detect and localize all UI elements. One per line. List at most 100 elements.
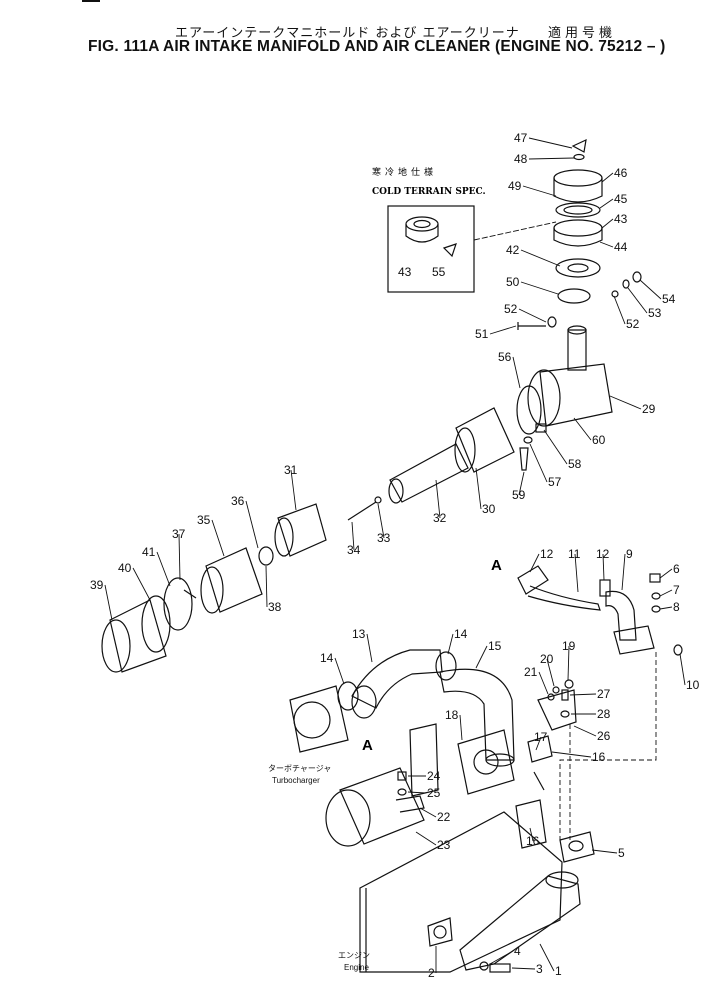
part-number-30: 30: [482, 502, 496, 516]
part-number-47: 47: [514, 131, 528, 145]
part-number-4: 4: [514, 944, 521, 958]
leader-line-11: [574, 553, 579, 593]
bolts-19-28: [547, 679, 574, 718]
leader-line-19: [567, 645, 570, 681]
part-number-43: 43: [614, 212, 628, 226]
part-number-16: 16: [526, 834, 540, 848]
leader-line-40: [132, 567, 151, 601]
part-number-34: 34: [347, 543, 361, 557]
part-number-26: 26: [597, 729, 611, 743]
part-number-10: 10: [686, 678, 700, 692]
bracket-16-lower: [515, 799, 547, 849]
leader-line-51: [489, 325, 517, 335]
part-number-42: 42: [506, 243, 520, 257]
element-42: [555, 258, 601, 278]
leader-lines: [104, 137, 686, 973]
cover-46: [553, 169, 603, 203]
leader-line-26: [573, 725, 597, 737]
part-number-2: 2: [428, 966, 435, 980]
part-number-3: 3: [536, 962, 543, 976]
elbow-15: [439, 668, 515, 767]
leader-line-12: [602, 553, 605, 581]
part-number-12: 12: [596, 547, 610, 561]
part-number-6: 6: [673, 562, 680, 576]
clip-37-41: [163, 577, 197, 631]
leader-line-15: [475, 645, 488, 669]
band-40: [141, 595, 171, 653]
leader-line-31: [290, 469, 297, 511]
leader-line-37: [178, 533, 181, 581]
part-number-40: 40: [118, 561, 132, 575]
leader-line-14: [334, 657, 345, 685]
part-number-50: 50: [506, 275, 520, 289]
part-number-32: 32: [433, 511, 447, 525]
cleaner-body-29: [527, 325, 613, 427]
view-mark-a-top: A: [491, 557, 502, 574]
leader-line-18: [459, 714, 463, 741]
part-number-49: 49: [508, 179, 522, 193]
japanese-title: エアーインテークマニホールド および エアークリーナ: [175, 26, 520, 41]
part-number-52: 52: [504, 302, 518, 316]
header-rule: [82, 0, 100, 2]
gasket-18: [457, 729, 515, 795]
ring-36-38: [258, 546, 274, 566]
valve-59: [519, 447, 529, 471]
part-number-48: 48: [514, 152, 528, 166]
leader-line-52: [613, 295, 626, 325]
elbow-9: [605, 590, 655, 655]
inset-frame: [387, 205, 475, 293]
hose-12-11: [517, 565, 611, 611]
engine-block: [359, 811, 563, 973]
part-number-1: 1: [555, 964, 562, 978]
part-number-59: 59: [512, 488, 526, 502]
part-number-16: 16: [592, 750, 606, 764]
inset-jp-label: 寒冷地仕様: [372, 166, 437, 178]
cap-47: [571, 138, 587, 153]
inset-part-55: 55: [432, 265, 446, 279]
leader-line-30: [475, 467, 482, 510]
clamp-50: [557, 288, 591, 304]
part-number-36: 36: [231, 494, 245, 508]
leader-line-21: [538, 671, 549, 695]
part-number-5: 5: [618, 846, 625, 860]
leader-line-23: [415, 831, 437, 846]
cylinder-22-23: [325, 723, 439, 847]
turbocharger-en-label: Turbocharger: [272, 776, 320, 785]
element-31: [274, 503, 327, 557]
leader-line-59: [518, 471, 525, 496]
figure-title: FIG. 111A AIR INTAKE MANIFOLD AND AIR CL…: [88, 38, 666, 55]
leader-line-17: [535, 736, 542, 751]
leader-line-6: [659, 568, 673, 579]
leader-line-57: [529, 443, 548, 483]
part-number-28: 28: [597, 707, 611, 721]
part-number-7: 7: [673, 583, 680, 597]
leader-line-36: [245, 500, 259, 549]
inset-cover-ring: [405, 216, 439, 243]
leader-line-56: [512, 356, 521, 389]
part-number-45: 45: [614, 192, 628, 206]
part-number-54: 54: [662, 292, 676, 306]
leader-line-43: [601, 218, 614, 229]
part-number-14: 14: [454, 627, 468, 641]
band-56: [516, 385, 542, 435]
bolt-3-4: [479, 961, 511, 973]
part-number-29: 29: [642, 402, 656, 416]
leader-line-27: [569, 693, 597, 696]
leader-line-29: [609, 395, 642, 410]
japanese-applicability: 適用号機: [548, 26, 617, 41]
element-32: [388, 443, 469, 504]
fasteners-52-54: [611, 271, 642, 298]
leader-line-9: [621, 553, 626, 591]
leader-line-45: [599, 198, 614, 209]
leader-line-16: [529, 827, 534, 842]
leader-line-48: [528, 157, 575, 160]
leader-line-50: [520, 281, 559, 295]
leader-line-13: [366, 633, 373, 663]
bracket-17-16: [527, 735, 553, 791]
leader-line-44: [599, 241, 614, 248]
part-number-39: 39: [90, 578, 104, 592]
leader-line-25: [407, 791, 427, 794]
inset-indicator: [442, 243, 457, 258]
